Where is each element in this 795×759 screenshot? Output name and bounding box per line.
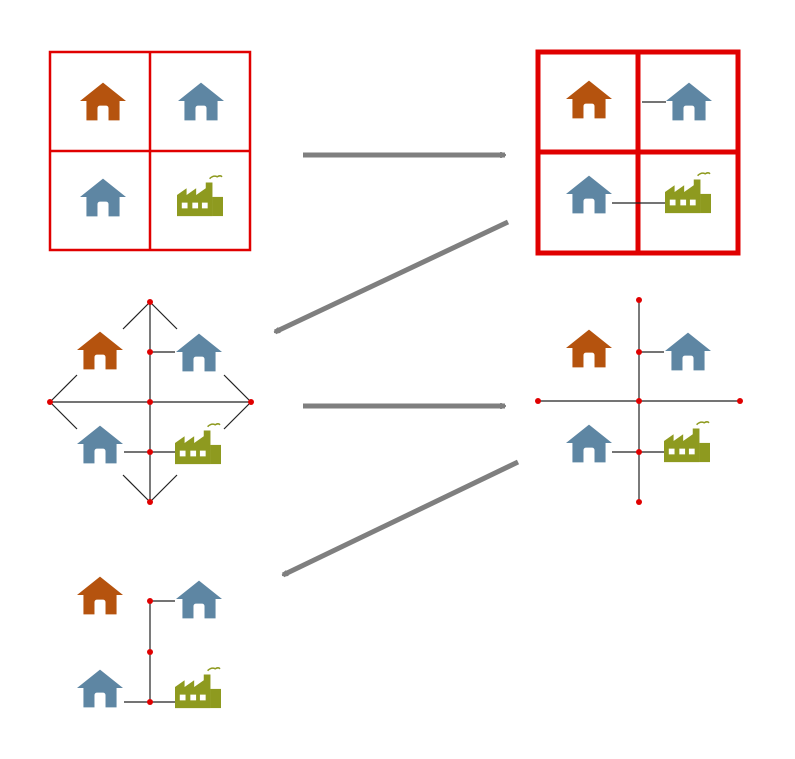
house-icon <box>80 82 126 121</box>
factory-icon <box>177 175 223 217</box>
house-icon <box>80 178 126 217</box>
house-icon <box>176 580 222 619</box>
graph-nodes <box>47 299 254 505</box>
house-icon <box>566 329 612 368</box>
house-icon <box>77 331 123 370</box>
panel-coarse-grid <box>48 50 252 252</box>
house-icon <box>178 82 224 121</box>
step-arrows <box>275 155 520 578</box>
connection-lines <box>612 101 666 204</box>
panel-diamond-graph <box>47 299 254 505</box>
graph-nodes <box>147 598 153 705</box>
grid-lines <box>535 49 741 256</box>
factory-icon <box>665 172 711 214</box>
factory-icon <box>664 421 710 463</box>
factory-icon <box>175 667 221 709</box>
house-icon <box>566 80 612 119</box>
house-icon <box>77 669 123 708</box>
house-icon <box>566 424 612 463</box>
graph-nodes <box>535 297 743 505</box>
house-icon <box>176 333 222 372</box>
panel-cross-graph <box>535 297 743 505</box>
grid-lines <box>48 50 252 252</box>
arrow-step-4-to-5 <box>283 459 520 578</box>
arrow-step-2-to-3 <box>275 219 510 335</box>
factory-icon <box>175 423 221 465</box>
panel-pruned-tree <box>77 576 222 709</box>
house-icon <box>665 332 711 371</box>
house-icon <box>666 82 712 121</box>
house-icon <box>77 425 123 464</box>
panel-connected-grid <box>535 49 741 256</box>
house-icon <box>77 576 123 615</box>
house-icon <box>566 175 612 214</box>
